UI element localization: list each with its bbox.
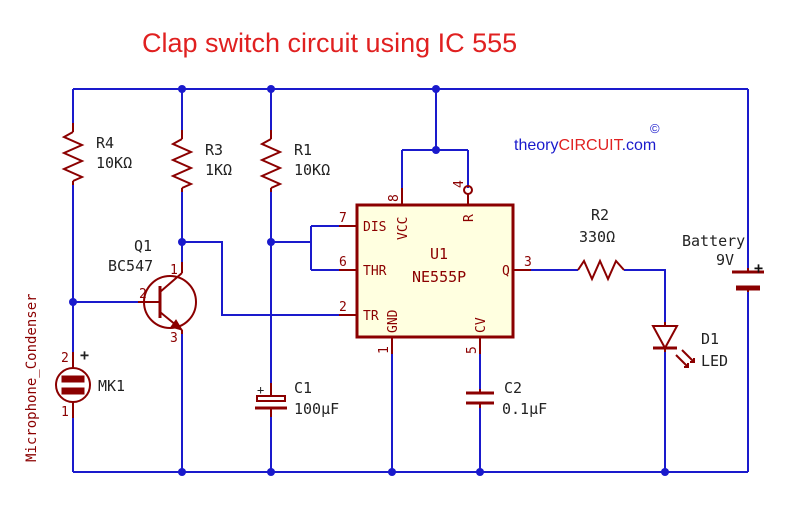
reset-inversion-icon — [463, 185, 473, 195]
u1-pin-2: 2 — [339, 300, 347, 315]
battery-value: 9V — [716, 251, 734, 269]
battery-ref: Battery — [682, 232, 745, 250]
q1-value: BC547 — [108, 257, 153, 275]
resistor-r2: R2 330Ω — [577, 206, 625, 282]
u1-label-vcc: VCC — [396, 217, 411, 240]
microphone-mk1: MK1 2 1 + Microphone_Condenser — [24, 293, 125, 462]
resistor-r1: R1 10KΩ — [259, 130, 330, 192]
r3-value: 1KΩ — [205, 161, 232, 179]
r3-ref: R3 — [205, 141, 223, 159]
emitter-arrow-icon — [170, 319, 184, 331]
r1-value: 10KΩ — [294, 161, 330, 179]
c1-value: 100μF — [294, 400, 339, 418]
u1-label-tr: TR — [363, 309, 379, 324]
brand-copyright: © — [650, 121, 660, 136]
mic-plate-icon — [61, 387, 85, 395]
brand-part-2: CIRCUIT — [558, 137, 623, 154]
u1-label-gnd: GND — [386, 309, 401, 333]
u1-pin-1: 1 — [377, 346, 392, 354]
battery: + Battery 9V — [682, 232, 764, 292]
r4-value: 10KΩ — [96, 154, 132, 172]
r2-ref: R2 — [591, 206, 609, 224]
u1-pin-3: 3 — [524, 255, 532, 270]
q1-pin-2: 2 — [139, 287, 147, 302]
capacitor-c1: + C1 100μF — [255, 379, 339, 418]
u1-label-cv: CV — [474, 317, 489, 333]
mk1-pin-1: 1 — [61, 405, 69, 420]
u1-pin-5: 5 — [465, 346, 480, 354]
brand-part-1: theory — [514, 137, 558, 154]
mk1-ref: MK1 — [98, 377, 125, 395]
u1-pin-8: 8 — [387, 194, 402, 202]
led-d1: D1 LED — [651, 322, 728, 370]
mk1-pin-2: 2 — [61, 351, 69, 366]
junction-dot — [476, 468, 484, 476]
junction-dot — [178, 85, 186, 93]
wire-collector-trigger — [182, 241, 356, 316]
d1-ref: D1 — [701, 330, 719, 348]
q1-ref: Q1 — [134, 237, 152, 255]
q1-pin-1: 1 — [170, 263, 178, 278]
junction-dot — [267, 85, 275, 93]
u1-value: NE555P — [412, 268, 466, 286]
junction-dot — [267, 238, 275, 246]
mk1-value: Microphone_Condenser — [24, 293, 40, 462]
brand-logo: theoryCIRCUIT.com — [514, 137, 656, 154]
junction-dot — [661, 468, 669, 476]
junctions — [69, 85, 669, 476]
brand-part-3: .com — [622, 137, 657, 154]
u1-ref: U1 — [430, 245, 448, 263]
q1-pin-3: 3 — [170, 331, 178, 346]
d1-value: LED — [701, 352, 728, 370]
transistor-q1: Q1 BC547 1 2 3 — [108, 237, 197, 346]
c1-ref: C1 — [294, 379, 312, 397]
mic-plate-icon — [61, 375, 85, 383]
junction-dot — [432, 146, 440, 154]
c2-value: 0.1μF — [502, 400, 547, 418]
mk1-plus: + — [80, 346, 89, 364]
u1-label-thr: THR — [363, 264, 387, 279]
u1-pin-7: 7 — [339, 211, 347, 226]
junction-dot — [388, 468, 396, 476]
u1-label-r: R — [462, 214, 477, 222]
u1-label-dis: DIS — [363, 220, 386, 235]
junction-dot — [178, 468, 186, 476]
junction-dot — [69, 298, 77, 306]
ic-u1-555: DIS THR TR Q VCC R GND CV U1 NE555P 7 6 … — [339, 180, 532, 354]
led-triangle-icon — [651, 325, 679, 351]
u1-pin-6: 6 — [339, 255, 347, 270]
resistor-r4: R4 10KΩ — [61, 123, 132, 185]
junction-dot — [267, 468, 275, 476]
resistor-r3: R3 1KΩ — [170, 130, 232, 192]
r1-ref: R1 — [294, 141, 312, 159]
battery-plus: + — [754, 259, 763, 277]
r2-value: 330Ω — [579, 228, 615, 246]
r4-ref: R4 — [96, 134, 114, 152]
c2-ref: C2 — [504, 379, 522, 397]
c1-plus: + — [257, 383, 264, 397]
capacitor-c2: C2 0.1μF — [466, 379, 547, 418]
diagram-title: Clap switch circuit using IC 555 — [142, 28, 517, 58]
junction-dot — [432, 85, 440, 93]
junction-dot — [178, 238, 186, 246]
u1-label-q: Q — [502, 264, 510, 279]
u1-pin-4: 4 — [452, 180, 467, 188]
wire-r2-led — [624, 269, 666, 322]
